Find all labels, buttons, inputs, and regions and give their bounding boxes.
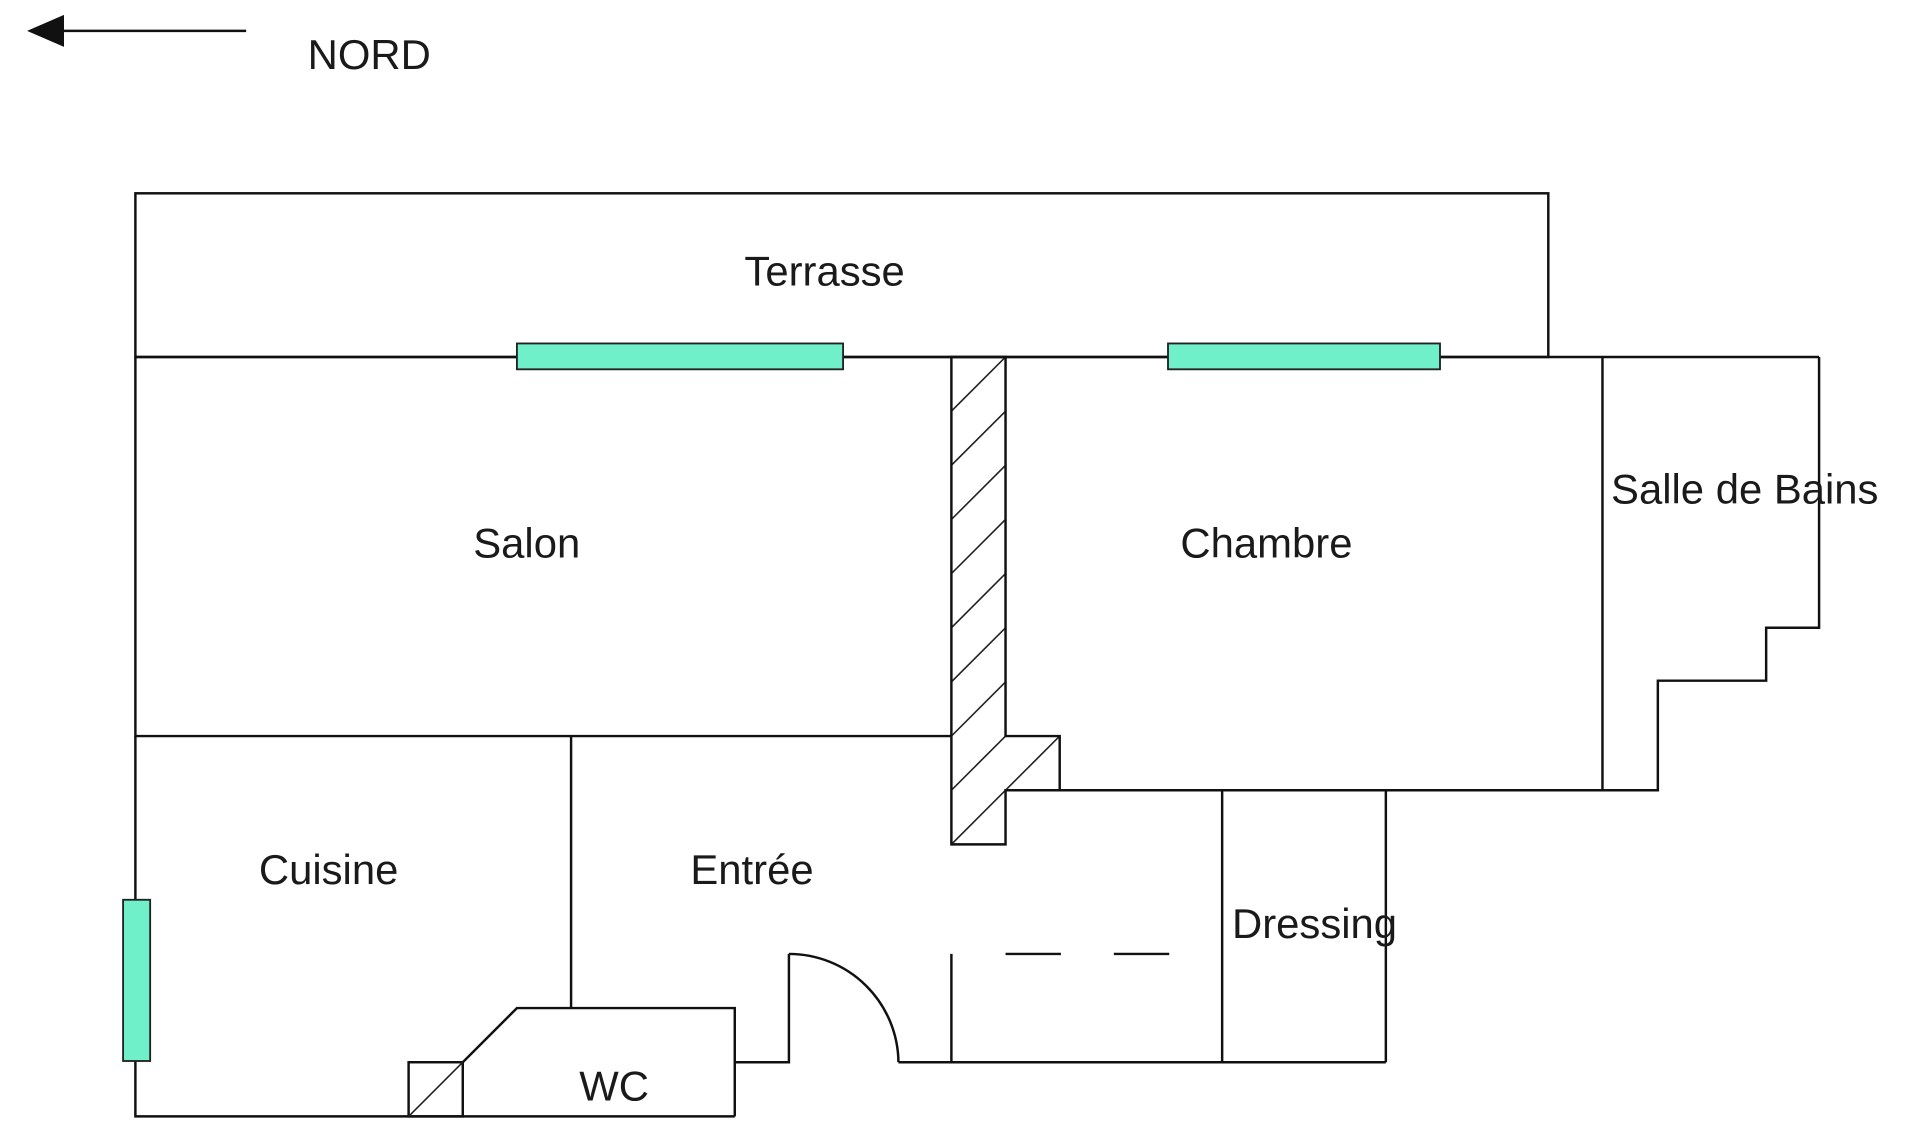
room-label-entree: Entrée xyxy=(690,846,813,893)
room-label-wc: WC xyxy=(579,1062,649,1109)
bathroom-outline xyxy=(1601,357,1821,792)
chambre-window xyxy=(1167,342,1441,371)
room-label-dressing: Dressing xyxy=(1232,900,1397,947)
entrance-door xyxy=(788,952,900,1063)
north-arrow-icon xyxy=(27,14,247,47)
room-label-cuisine: Cuisine xyxy=(259,846,399,893)
cuisine-window xyxy=(122,898,152,1062)
entrance-wall xyxy=(734,953,791,1064)
wc-duct xyxy=(407,1061,465,1118)
cuisine-walls xyxy=(134,736,735,1118)
salon-window xyxy=(516,342,844,371)
room-label-terrasse: Terrasse xyxy=(744,248,904,295)
load-bearing-wall xyxy=(950,355,1061,846)
dressing-walls xyxy=(1005,789,1388,1063)
north-label: NORD xyxy=(308,31,431,78)
room-label-chambre: Chambre xyxy=(1180,520,1352,567)
room-label-salon: Salon xyxy=(473,520,580,567)
room-label-salle-de-bains: Salle de Bains xyxy=(1611,465,1878,512)
